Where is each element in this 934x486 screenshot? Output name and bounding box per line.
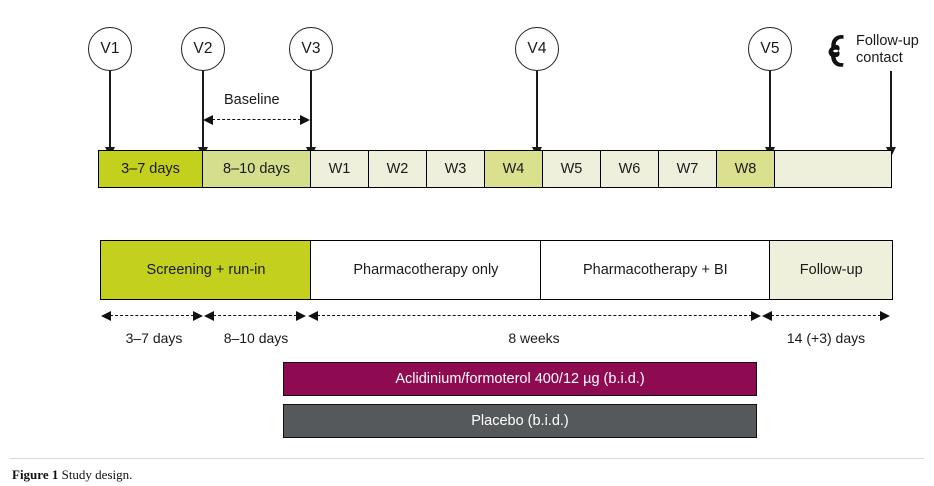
phase-followup[interactable]: Follow-up (769, 240, 894, 300)
duration-ruler-screening (101, 310, 203, 321)
treatment-bar-active[interactable]: Aclidinium/formoterol 400/12 µg (b.i.d.) (283, 362, 757, 396)
visit-drop-arrow-v5 (769, 71, 771, 148)
phase-pharmacotherapy-bi[interactable]: Pharmacotherapy + BI (539, 240, 771, 300)
figure-caption: Figure 1 Study design. (12, 467, 132, 483)
phase-label: Pharmacotherapy only (353, 262, 499, 278)
timeline-cell-screening[interactable]: 3–7 days (99, 151, 203, 187)
followup-contact-label: Follow-up contact (856, 33, 919, 67)
timeline-cell-label: W7 (676, 161, 699, 177)
timeline-cell-w4[interactable]: W4 (485, 151, 543, 187)
timeline-strip: 3–7 days 8–10 days W1 W2 W3 W4 W5 W6 W7 … (98, 150, 892, 188)
caption-divider (10, 458, 924, 459)
timeline-cell-label: W4 (502, 161, 525, 177)
timeline-cell-w1[interactable]: W1 (311, 151, 369, 187)
followup-contact-line1: Follow-up (856, 33, 919, 49)
followup-drop-arrow (890, 71, 892, 148)
duration-label-screening: 3–7 days (125, 330, 183, 346)
timeline-cell-label: W5 (560, 161, 583, 177)
figure-caption-text: Study design. (61, 467, 133, 482)
timeline-cell-label: W1 (328, 161, 351, 177)
baseline-span-arrow (203, 114, 310, 125)
treatment-label: Placebo (b.i.d.) (471, 413, 569, 429)
phase-label: Pharmacotherapy + BI (582, 262, 728, 278)
timeline-cell-w7[interactable]: W7 (659, 151, 717, 187)
visit-marker-v4[interactable]: V4 (515, 27, 559, 71)
visit-marker-v1[interactable]: V1 (88, 27, 132, 71)
phase-screening-runin[interactable]: Screening + run-in (100, 240, 312, 300)
phase-bar: Screening + run-in Pharmacotherapy only … (100, 240, 894, 300)
visit-label: V2 (193, 40, 213, 57)
timeline-cell-w3[interactable]: W3 (427, 151, 485, 187)
treatment-bar-placebo[interactable]: Placebo (b.i.d.) (283, 404, 757, 438)
timeline-cell-label: W3 (444, 161, 467, 177)
timeline-cell-label: W2 (386, 161, 409, 177)
timeline-cell-runin[interactable]: 8–10 days (203, 151, 311, 187)
phase-label: Screening + run-in (146, 262, 266, 278)
timeline-cell-label: 3–7 days (121, 161, 180, 177)
treatment-label: Aclidinium/formoterol 400/12 µg (b.i.d.) (395, 371, 645, 387)
telephone-icon (824, 33, 850, 74)
timeline-cell-w6[interactable]: W6 (601, 151, 659, 187)
visit-marker-v2[interactable]: V2 (181, 27, 225, 71)
duration-label-treatment: 8 weeks (508, 330, 560, 346)
timeline-cell-label: W8 (734, 161, 757, 177)
duration-label-followup: 14 (+3) days (786, 330, 866, 346)
duration-label-runin: 8–10 days (223, 330, 289, 346)
timeline-cell-w2[interactable]: W2 (369, 151, 427, 187)
timeline-cell-label: W6 (618, 161, 641, 177)
visit-drop-arrow-v4 (536, 71, 538, 148)
visit-drop-arrow-v2 (202, 71, 204, 148)
figure-caption-label: Figure 1 (12, 467, 59, 482)
visit-marker-v5[interactable]: V5 (748, 27, 792, 71)
visit-label: V3 (301, 40, 321, 57)
visit-label: V1 (100, 40, 120, 57)
visit-drop-arrow-v1 (109, 71, 111, 148)
duration-ruler-followup (762, 310, 890, 321)
visit-label: V4 (527, 40, 547, 57)
timeline-cell-label: 8–10 days (223, 161, 290, 177)
visit-drop-arrow-v3 (310, 71, 312, 148)
timeline-cell-w8[interactable]: W8 (717, 151, 775, 187)
visit-label: V5 (760, 40, 780, 57)
baseline-label: Baseline (224, 92, 280, 108)
timeline-cell-w5[interactable]: W5 (543, 151, 601, 187)
duration-ruler-treatment (308, 310, 761, 321)
phase-pharmacotherapy-only[interactable]: Pharmacotherapy only (310, 240, 542, 300)
phase-label: Follow-up (799, 262, 863, 278)
followup-contact-line2: contact (856, 50, 903, 66)
visit-marker-v3[interactable]: V3 (289, 27, 333, 71)
timeline-cell-followup[interactable] (775, 151, 891, 187)
duration-ruler-runin (204, 310, 306, 321)
